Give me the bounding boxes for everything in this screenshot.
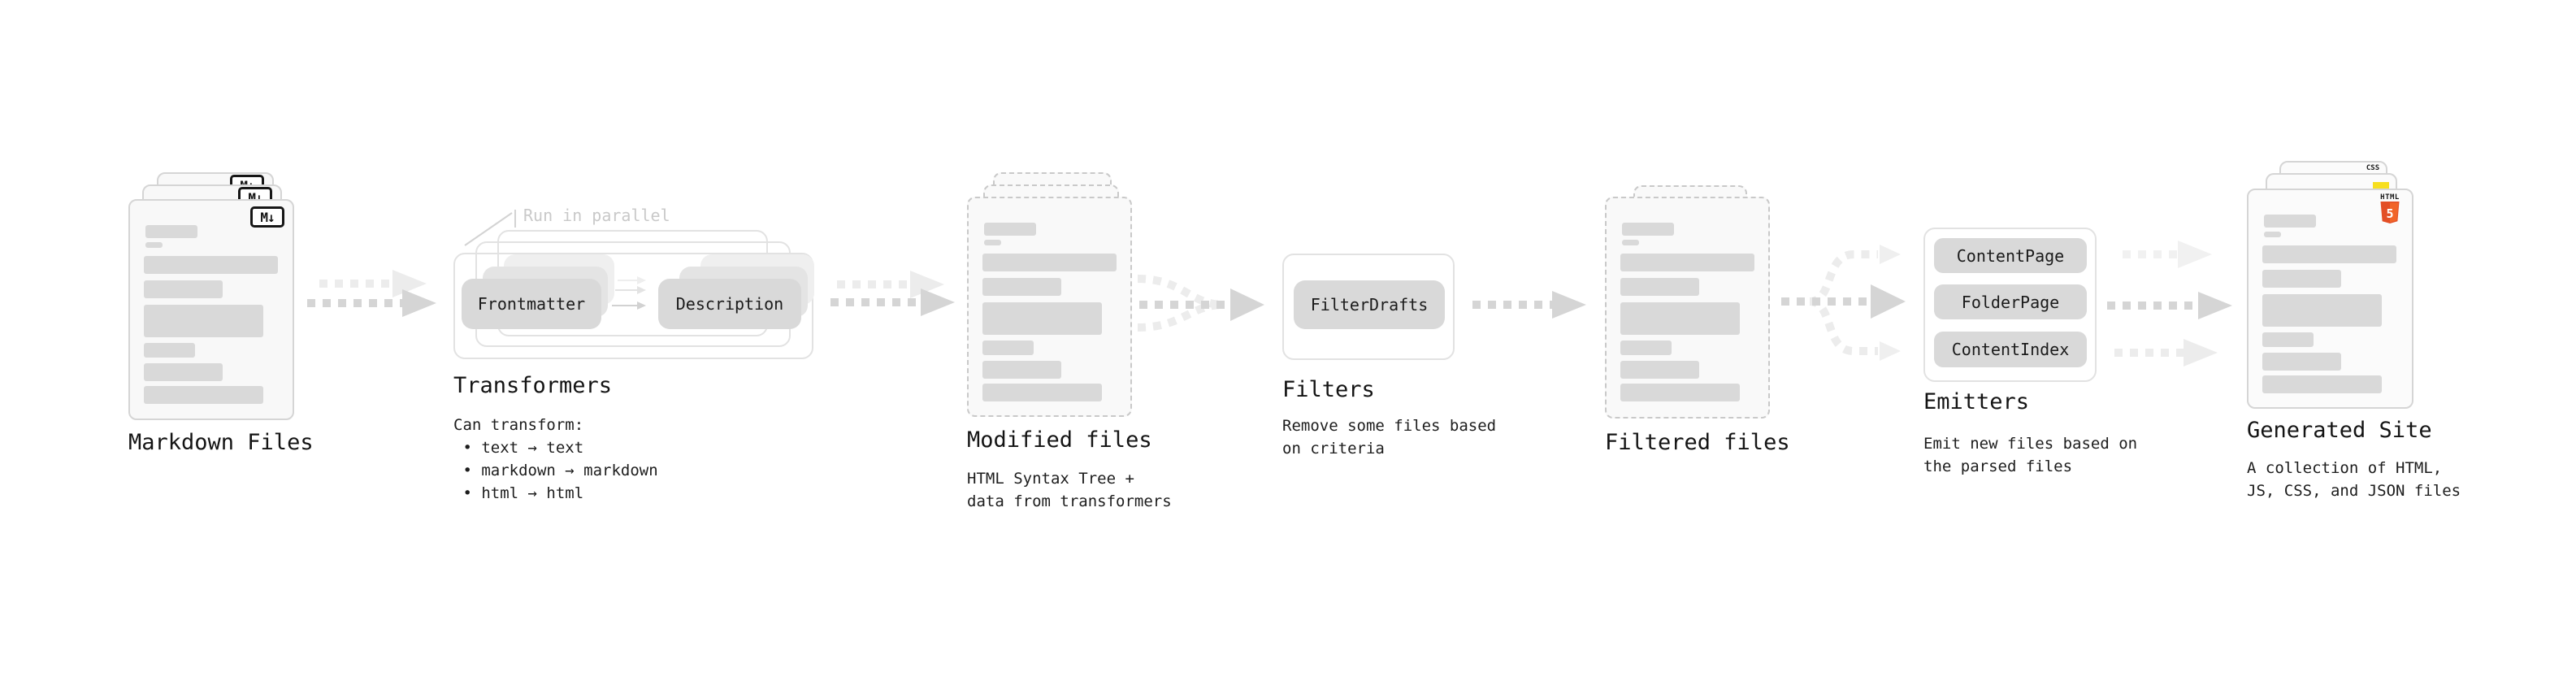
filters-subtitle: Remove some files based on criteria (1282, 417, 1497, 458)
text-line-placeholder (1622, 223, 1674, 236)
css-icon-text: CSS (2366, 164, 2380, 172)
text-line-placeholder (2264, 215, 2316, 228)
flow-arrow-emitters-to-site-middle (2107, 292, 2232, 319)
text-line-placeholder (2262, 245, 2396, 263)
flow-arrow-emitters-to-site-bottom (2114, 339, 2218, 367)
text-line-placeholder (2262, 270, 2341, 288)
text-line-placeholder (2262, 294, 2382, 327)
text-line-placeholder (1620, 361, 1699, 379)
text-line-placeholder (1620, 384, 1740, 401)
filterdrafts-chip: FilterDrafts (1294, 280, 1445, 329)
filters-title: Filters (1282, 377, 1375, 402)
text-line-placeholder (144, 256, 278, 274)
text-line-placeholder (982, 302, 1102, 335)
text-line-placeholder (1620, 302, 1740, 335)
emitters-subtitle: Emit new files based on the parsed files (1923, 435, 2138, 475)
text-line-placeholder (144, 280, 223, 298)
generated-site-subtitle: A collection of HTML, JS, CSS, and JSON … (2247, 459, 2461, 500)
frontmatter-chip: Frontmatter (462, 279, 601, 329)
html5-shield: 5 (2380, 202, 2400, 223)
text-line-placeholder (984, 223, 1036, 236)
modified-files-title: Modified files (967, 427, 1152, 453)
filtered-file-card-front (1605, 197, 1770, 419)
folderpage-chip: FolderPage (1934, 284, 2087, 319)
transformers-details: Can transform: • text → text • markdown … (453, 416, 658, 502)
flow-arrow-emitters-to-site-top (2123, 241, 2212, 268)
markdown-file-card-front: M↓ (128, 199, 294, 420)
text-line-placeholder (1620, 254, 1754, 271)
html5-icon-label: HTML (2380, 193, 2400, 202)
html5-number: 5 (2386, 206, 2393, 221)
text-line-placeholder (982, 254, 1117, 271)
text-line-placeholder (984, 240, 1001, 245)
markdown-files-title: Markdown Files (128, 430, 314, 455)
flow-arrow-markdown-to-transformers (307, 289, 436, 317)
text-line-placeholder (982, 278, 1061, 296)
html5-icon: HTML 5 (2379, 193, 2400, 227)
filtered-files-title: Filtered files (1605, 430, 1790, 455)
flow-arrow-filtered-to-emitters (1781, 245, 1906, 361)
transformers-title: Transformers (453, 373, 613, 398)
text-line-placeholder (145, 225, 197, 238)
text-line-placeholder (982, 361, 1061, 379)
flow-arrow-modified-to-filters (1137, 275, 1264, 332)
emitters-frame (1923, 228, 2097, 382)
text-line-placeholder (982, 384, 1102, 401)
description-chip: Description (658, 279, 801, 329)
modified-file-card-front (967, 197, 1132, 417)
text-line-placeholder (2262, 353, 2341, 371)
text-line-placeholder (144, 305, 263, 337)
text-line-placeholder (144, 386, 263, 404)
transformer-frame-front (453, 253, 813, 359)
text-line-placeholder (145, 242, 163, 248)
text-line-placeholder (2264, 232, 2281, 237)
text-line-placeholder (1622, 240, 1639, 245)
text-line-placeholder (144, 363, 223, 381)
markdown-icon: M↓ (250, 206, 284, 228)
modified-files-subtitle: HTML Syntax Tree + data from transformer… (967, 470, 1172, 510)
html-file-card: HTML 5 (2247, 189, 2413, 409)
text-line-placeholder (1620, 340, 1672, 355)
flow-arrow-transformers-to-modified (830, 288, 955, 316)
text-line-placeholder (2262, 375, 2382, 393)
text-line-placeholder (144, 343, 195, 358)
js-icon (2373, 182, 2389, 191)
run-in-parallel-callout-line (464, 210, 516, 246)
text-line-placeholder (982, 340, 1034, 355)
contentindex-chip: ContentIndex (1934, 332, 2087, 367)
text-line-placeholder (2262, 332, 2314, 347)
run-in-parallel-label: Run in parallel (523, 206, 670, 225)
emitters-title: Emitters (1923, 389, 2030, 414)
flow-arrow-filters-to-filtered (1472, 291, 1586, 319)
contentpage-chip: ContentPage (1934, 238, 2087, 273)
filters-frame (1282, 254, 1455, 360)
parallel-transform-arrows (612, 276, 646, 310)
text-line-placeholder (1620, 278, 1699, 296)
generated-site-title: Generated Site (2247, 418, 2432, 443)
